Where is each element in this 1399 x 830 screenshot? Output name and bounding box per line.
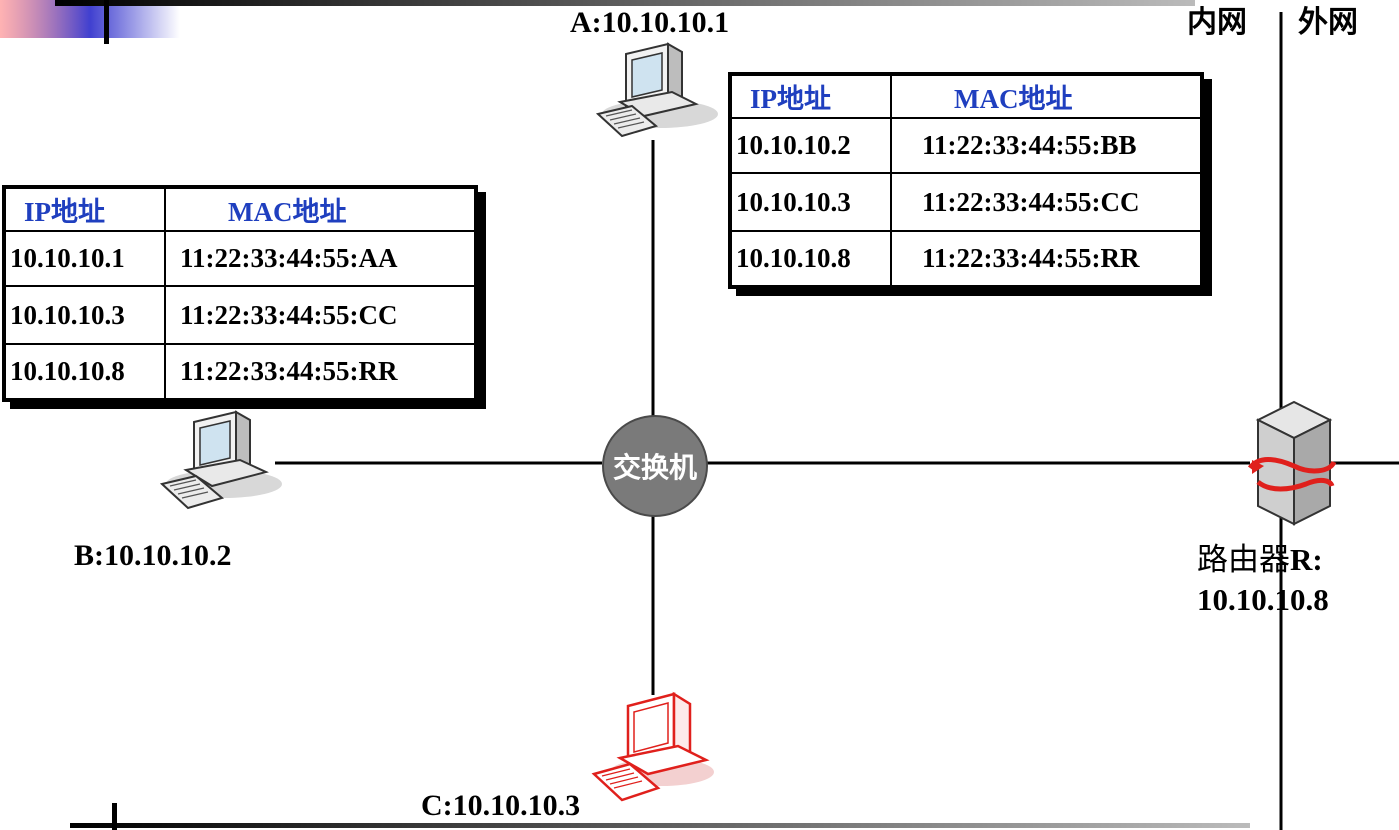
- ip-cell: 10.10.10.8: [3, 343, 166, 401]
- mac-cell: 11:22:33:44:55:RR: [890, 230, 1203, 288]
- bottom-rule: [70, 823, 1250, 828]
- ip-header: IP地址: [3, 186, 166, 232]
- router-name-suffix: R:: [1290, 542, 1323, 577]
- ip-cell: 10.10.10.2: [729, 117, 892, 174]
- host-b-label: B:10.10.10.2: [74, 539, 232, 572]
- router-ip: 10.10.10.8: [1197, 582, 1329, 617]
- mac-header: MAC地址: [890, 73, 1203, 119]
- mac-cell: 11:22:33:44:55:RR: [164, 343, 477, 401]
- computer-icon[interactable]: [159, 410, 282, 510]
- mac-header: MAC地址: [164, 186, 477, 232]
- slide-decoration: [0, 0, 180, 38]
- computer-icon[interactable]: [591, 691, 714, 802]
- table-row: 10.10.10.2 11:22:33:44:55:BB: [729, 117, 1203, 174]
- computer-icon[interactable]: [595, 42, 718, 138]
- ip-cell: 10.10.10.1: [3, 230, 166, 287]
- outer-network-label: 外网: [1298, 5, 1358, 40]
- ip-cell: 10.10.10.3: [3, 285, 166, 345]
- router-icon[interactable]: [1247, 400, 1337, 526]
- table-header-row: IP地址 MAC地址: [3, 186, 477, 232]
- top-rule: [55, 0, 1195, 6]
- mac-cell: 11:22:33:44:55:AA: [164, 230, 477, 287]
- ip-cell: 10.10.10.3: [729, 172, 892, 232]
- inner-network-label: 内网: [1187, 5, 1247, 40]
- router-name: 路由器: [1197, 542, 1290, 578]
- arp-table-host-a: IP地址 MAC地址 10.10.10.2 11:22:33:44:55:BB …: [728, 72, 1204, 289]
- ip-cell: 10.10.10.8: [729, 230, 892, 288]
- table-row: 10.10.10.8 11:22:33:44:55:RR: [3, 343, 477, 401]
- router-label: 路由器R: 10.10.10.8: [1197, 540, 1329, 619]
- table-row: 10.10.10.1 11:22:33:44:55:AA: [3, 230, 477, 287]
- arp-table-host-b: IP地址 MAC地址 10.10.10.1 11:22:33:44:55:AA …: [2, 185, 478, 402]
- top-rule-tick: [104, 0, 109, 44]
- bottom-rule-tick: [112, 803, 117, 830]
- host-a-label: A:10.10.10.1: [570, 6, 730, 39]
- table-row: 10.10.10.8 11:22:33:44:55:RR: [729, 230, 1203, 288]
- mac-cell: 11:22:33:44:55:CC: [890, 172, 1203, 232]
- table-header-row: IP地址 MAC地址: [729, 73, 1203, 119]
- host-c-label: C:10.10.10.3: [421, 789, 581, 822]
- switch-label: 交换机: [612, 451, 697, 484]
- switch-node[interactable]: 交换机: [602, 415, 708, 517]
- ip-header: IP地址: [729, 73, 892, 119]
- mac-cell: 11:22:33:44:55:CC: [164, 285, 477, 345]
- mac-cell: 11:22:33:44:55:BB: [890, 117, 1203, 174]
- table-row: 10.10.10.3 11:22:33:44:55:CC: [3, 285, 477, 345]
- table-row: 10.10.10.3 11:22:33:44:55:CC: [729, 172, 1203, 232]
